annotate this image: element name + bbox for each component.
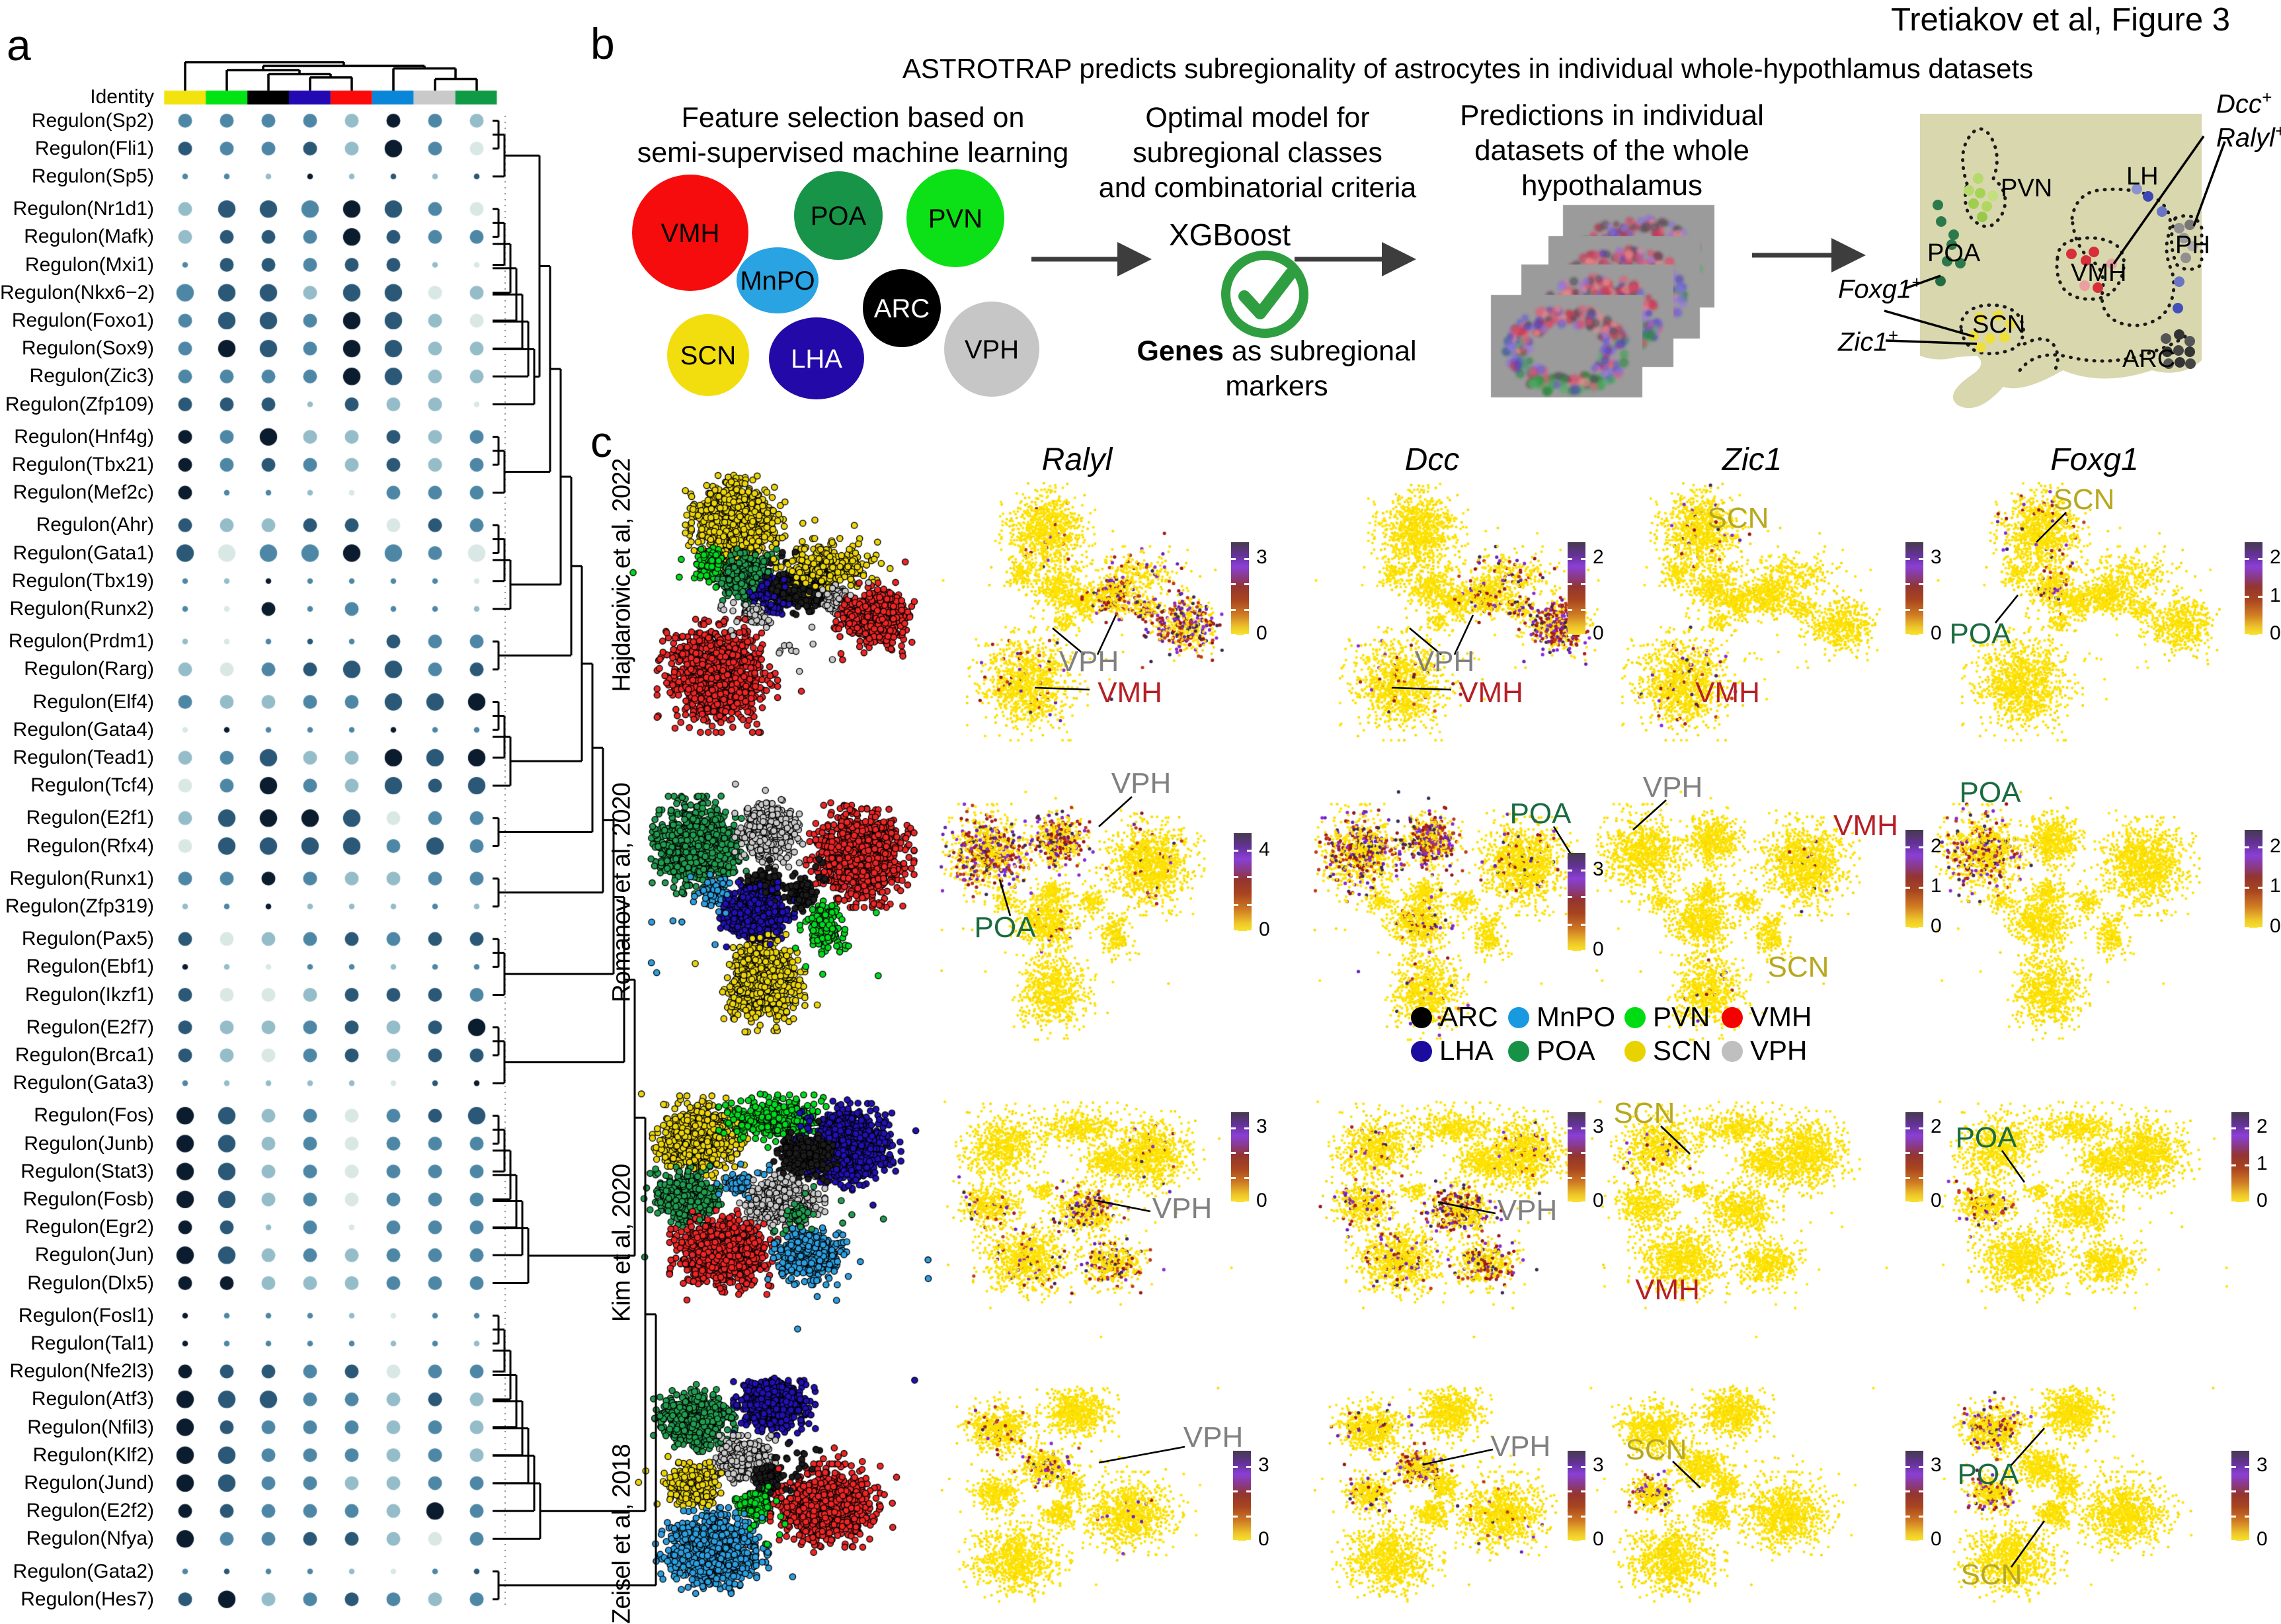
svg-text:PVN: PVN [928,204,982,233]
svg-text:VPH: VPH [965,335,1019,364]
svg-text:MnPO: MnPO [740,266,815,296]
svg-text:LHA: LHA [791,345,842,374]
svg-text:ARC: ARC [874,294,930,323]
svg-text:SCN: SCN [680,341,736,370]
svg-text:POA: POA [811,202,867,231]
svg-text:VMH: VMH [661,219,720,248]
